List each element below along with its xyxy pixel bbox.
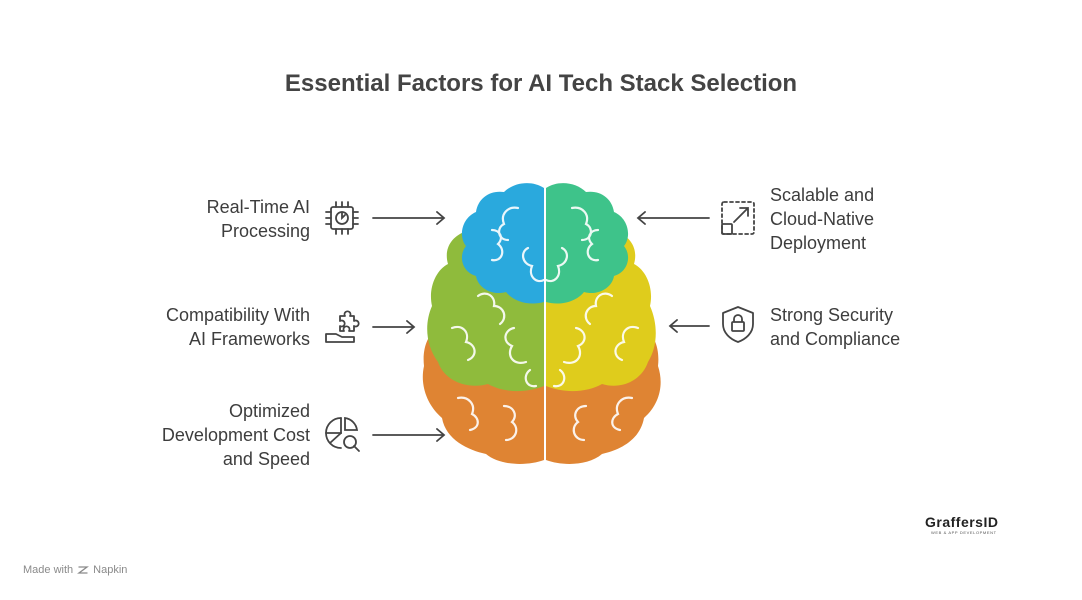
logo-tagline: WEB & APP DEVELOPMENT: [931, 530, 997, 535]
factor-scalable-line-2: Cloud-Native: [770, 209, 875, 229]
shield-lock-icon: [722, 306, 754, 343]
arrow-left-1: [636, 211, 710, 225]
arrow-right-1: [372, 211, 446, 225]
factor-cost-line-3: and Speed: [222, 449, 310, 469]
brain-right-hemisphere: [544, 183, 661, 464]
factor-security-line-1: Strong Security: [770, 305, 894, 325]
factor-security-label: Strong Security and Compliance: [770, 303, 900, 351]
brain-segment-teal-right: [546, 183, 629, 304]
brain-segment-blue-left: [461, 183, 544, 304]
factor-cost-line-1: Optimized: [228, 401, 310, 421]
napkin-icon: [77, 566, 90, 574]
graffersid-logo: GraffersID WEB & APP DEVELOPMENT: [925, 514, 1015, 540]
arrow-right-2: [372, 320, 416, 334]
factor-compatibility-line-1: Compatibility With: [165, 305, 310, 325]
arrow-right-3: [372, 428, 446, 442]
factor-realtime-line-1: Real-Time AI: [206, 197, 310, 217]
chart-magnifier-icon: [325, 416, 360, 452]
diagram-title: Essential Factors for AI Tech Stack Sele…: [284, 70, 798, 97]
brain-left-hemisphere: [422, 183, 546, 464]
factor-scalable-line-1: Scalable and: [770, 185, 875, 205]
arrow-left-2: [668, 319, 710, 333]
puzzle-hand-icon: [325, 310, 360, 343]
factor-scalable-label: Scalable and Cloud-Native Deployment: [770, 183, 874, 255]
factor-cost-line-2: Development Cost: [161, 425, 310, 445]
factor-scalable-line-3: Deployment: [770, 233, 867, 253]
factor-security-line-2: and Compliance: [770, 329, 901, 349]
made-with-footer: Made with Napkin: [23, 564, 127, 576]
footer-brand: Napkin: [93, 564, 128, 576]
factor-cost-label: Optimized Development Cost and Speed: [162, 399, 310, 471]
cpu-chip-icon: [325, 201, 359, 235]
brain-illustration: [422, 183, 661, 464]
footer-made-with: Made with: [23, 564, 74, 576]
factor-realtime-line-2: Processing: [220, 221, 310, 241]
logo-name: GraffersID: [925, 514, 999, 530]
factor-compatibility-line-2: AI Frameworks: [188, 329, 310, 349]
factor-realtime-label: Real-Time AI Processing: [207, 195, 310, 243]
factor-compatibility-label: Compatibility With AI Frameworks: [166, 303, 310, 351]
expand-arrows-icon: [721, 201, 755, 235]
